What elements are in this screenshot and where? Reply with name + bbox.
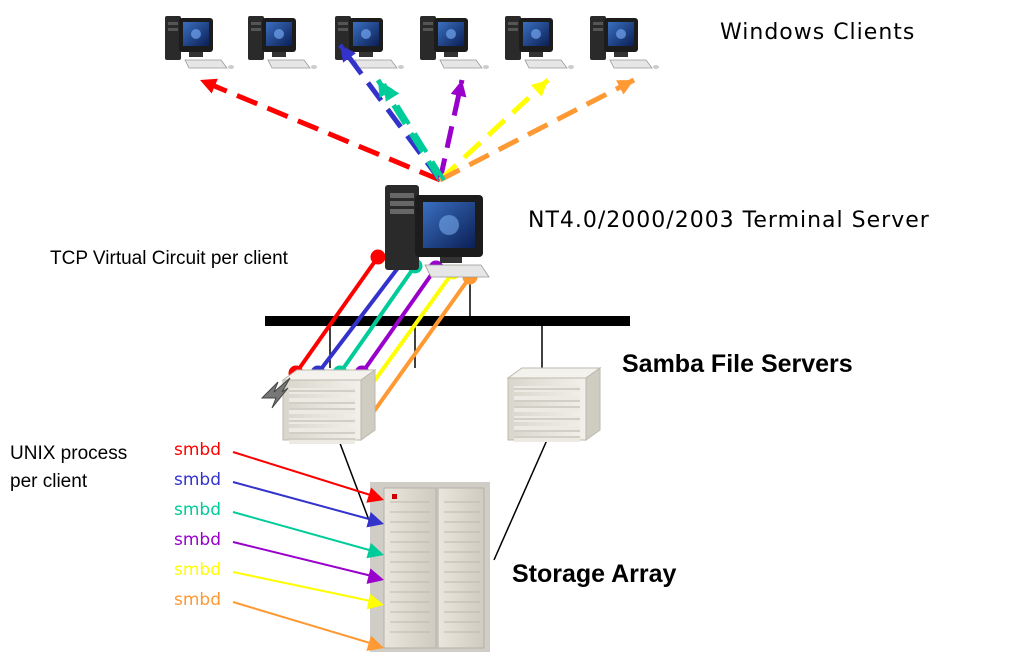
terminal-server-label: NT4.0/2000/2003 Terminal Server [528, 208, 930, 233]
server-storage-link [493, 439, 548, 561]
tcp-circuit-line [360, 266, 438, 375]
server-cabinet-icon [506, 367, 602, 442]
smbd-arrow-line [232, 571, 381, 604]
dashed-client-link [337, 43, 443, 182]
smbd-process-label: smbd [174, 560, 221, 580]
desktop-computer-icon [335, 16, 404, 69]
smbd-process-label: smbd [174, 530, 221, 550]
tcp-circuit-label: TCP Virtual Circuit per client [50, 248, 288, 269]
arrow-head [366, 593, 384, 610]
desktop-computer-icon [590, 16, 659, 69]
arrow-head [384, 84, 400, 102]
smbd-arrow-line [232, 481, 381, 523]
tcp-circuit-line [316, 258, 406, 375]
tcp-circuit-line [360, 270, 455, 400]
dashed-client-link [382, 82, 446, 182]
arrow-head [366, 635, 384, 651]
smbd-arrow-line [232, 541, 381, 579]
desktop-computer-icon [165, 16, 234, 69]
arrow-head [366, 512, 384, 528]
tcp-circuit-line [360, 275, 472, 430]
desktop-computer-icon [505, 16, 574, 69]
arrow-head [450, 80, 467, 98]
windows-clients-label: Windows Clients [720, 20, 916, 45]
smbd-process-label: smbd [174, 470, 221, 490]
lightning-bolt-icon [260, 377, 291, 409]
tcp-circuit-line [294, 255, 380, 375]
unix-process-line2: per client [10, 471, 88, 492]
unix-process-label: UNIX process per client [10, 440, 127, 496]
samba-servers-label: Samba File Servers [622, 350, 853, 378]
dashed-client-link [199, 77, 441, 183]
dashed-client-link [438, 78, 550, 182]
dashed-client-link [437, 79, 465, 181]
storage-array-cabinet-icon [370, 482, 490, 652]
circuit-endpoint [370, 249, 386, 265]
arrow-head [366, 487, 384, 503]
arrow-head [340, 45, 356, 63]
tcp-circuit-line [338, 264, 417, 375]
desktop-computer-icon [248, 16, 317, 69]
smbd-arrow-line [232, 511, 381, 554]
smbd-arrow-line [232, 451, 381, 499]
arrow-head [530, 80, 548, 97]
server-cabinet-icon [281, 369, 377, 444]
smbd-process-label: smbd [174, 500, 221, 520]
arrow-head [616, 80, 634, 95]
smbd-process-label: smbd [174, 590, 221, 610]
dashed-client-link [438, 77, 636, 183]
storage-array-label: Storage Array [512, 560, 677, 588]
arrow-head [366, 542, 384, 559]
arrow-head [366, 568, 384, 584]
smbd-arrow-line [232, 601, 381, 647]
smbd-process-label: smbd [174, 440, 221, 460]
arrows-layer [199, 43, 636, 651]
arrow-head [200, 78, 218, 94]
desktop-computer-icon [420, 16, 489, 69]
devices-layer [165, 16, 659, 652]
tower-server-with-monitor-icon [385, 185, 490, 278]
unix-process-line1: UNIX process [10, 443, 128, 464]
dashed-client-link [375, 78, 443, 182]
